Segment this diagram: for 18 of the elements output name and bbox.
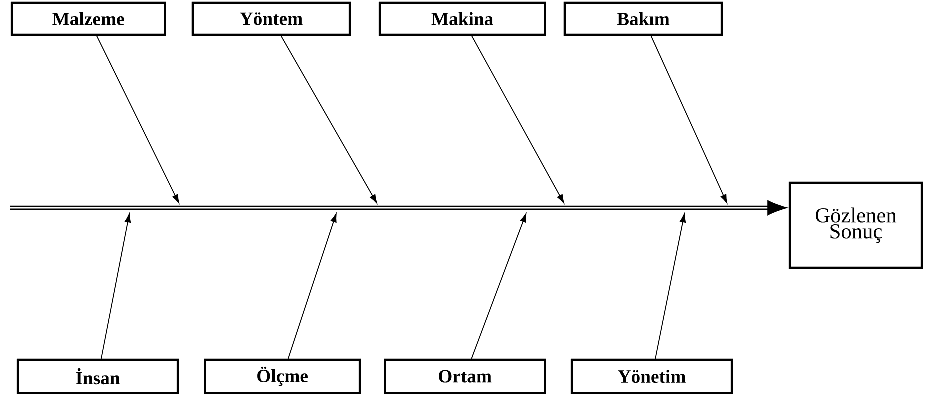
cause-box: Ortam — [384, 358, 546, 394]
cause-box: Ölçme — [204, 358, 362, 394]
branch-arrow — [471, 36, 564, 204]
cause-box: Bakım — [564, 2, 724, 36]
cause-box: Malzeme — [10, 2, 166, 36]
branch-arrow — [650, 36, 728, 204]
branch-arrow — [100, 214, 132, 360]
cause-box: Yöntem — [192, 2, 352, 36]
branch-arrow — [280, 36, 378, 204]
branch-arrow — [288, 214, 337, 360]
cause-box: Makina — [378, 2, 546, 36]
spine-arrow — [10, 200, 787, 216]
cause-box: İnsan — [16, 358, 180, 394]
result-box: Gözlenen Sonuç — [788, 182, 924, 270]
branch-arrow — [655, 214, 686, 360]
cause-box: Yönetim — [570, 358, 734, 394]
branch-arrow — [96, 36, 180, 204]
branch-arrow — [471, 214, 527, 360]
